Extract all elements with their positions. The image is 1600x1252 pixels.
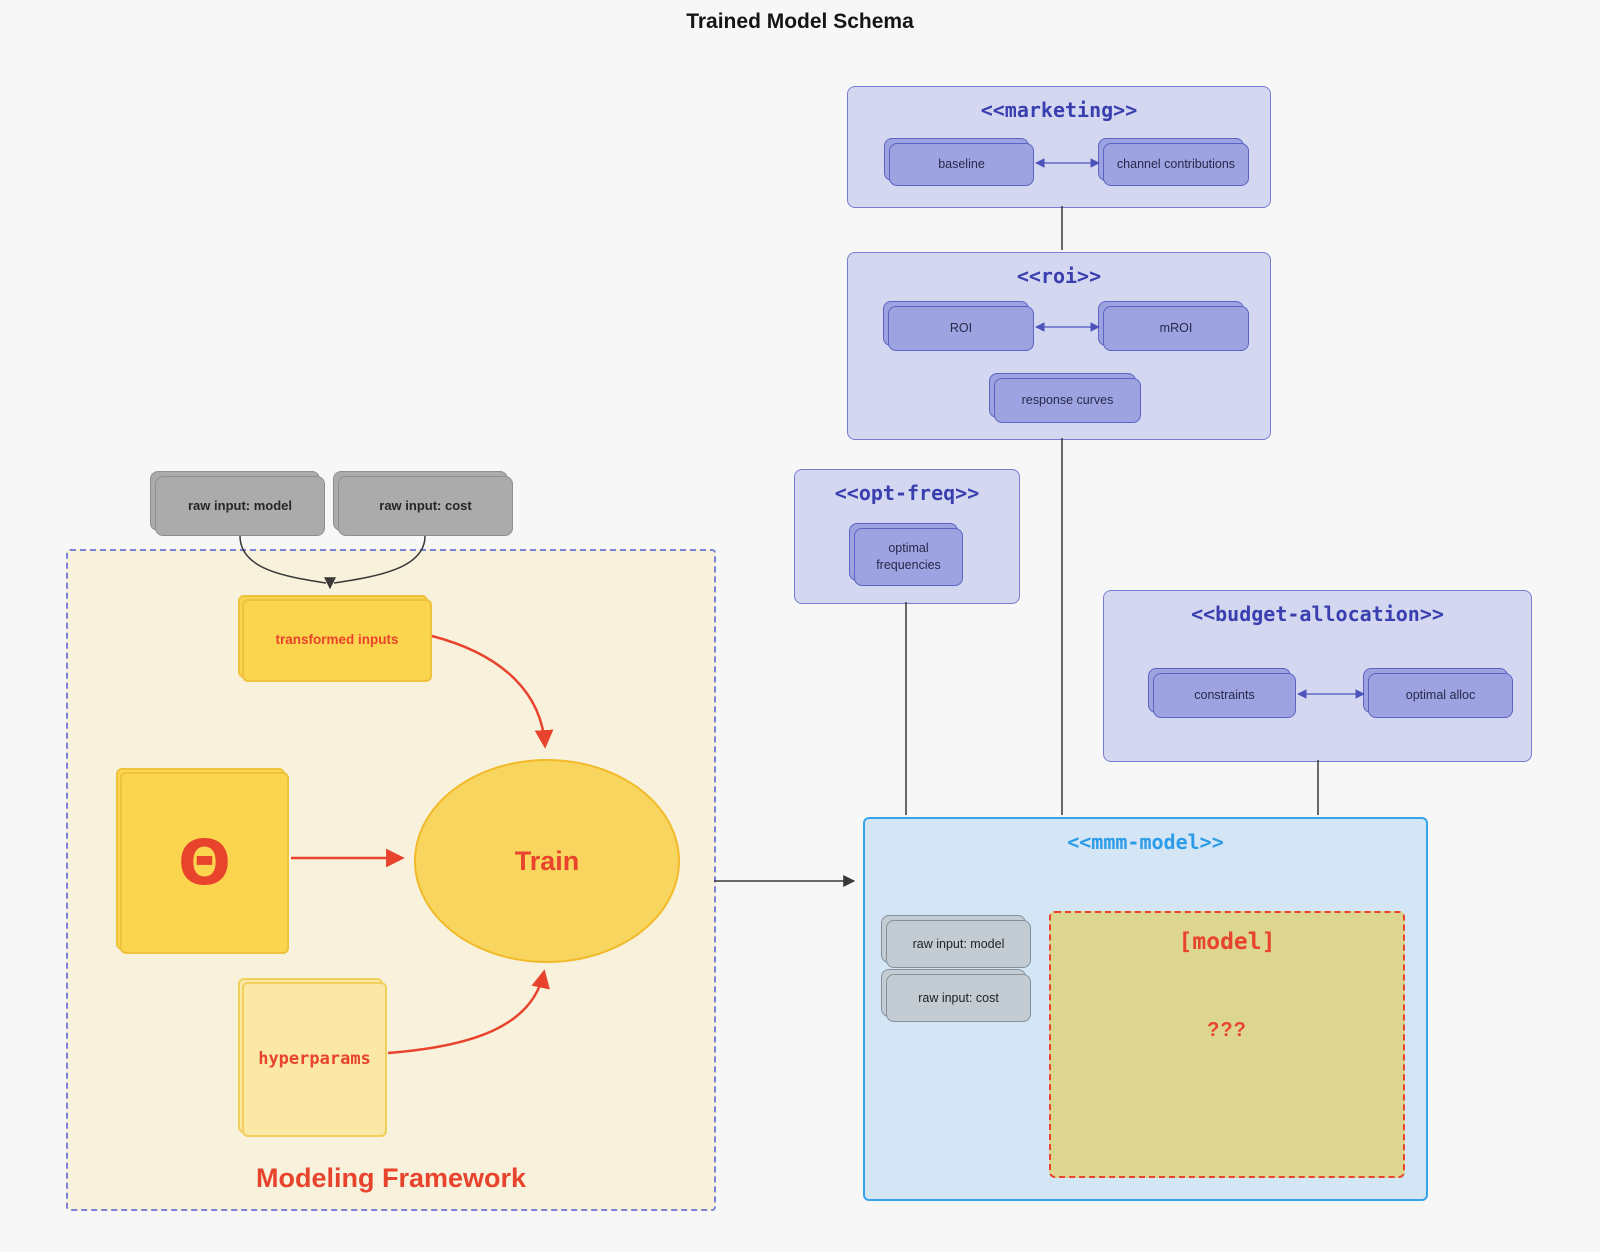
- node-response-curves: response curves: [989, 373, 1141, 423]
- diagram-title: Trained Model Schema: [686, 10, 914, 33]
- node-raw-input-model: raw input: model: [150, 471, 325, 536]
- node-baseline: baseline: [884, 138, 1034, 186]
- cluster-mmm-model-title: <<mmm-model>>: [1067, 830, 1224, 854]
- model-unknown-label: ???: [1207, 1019, 1247, 1041]
- node-optimal-frequencies: optimal frequencies: [849, 523, 963, 586]
- node-mmm-raw-input-model: raw input: model: [881, 915, 1031, 968]
- node-channel-contributions: channel contributions: [1098, 138, 1249, 186]
- node-transformed-inputs: transformed inputs: [238, 595, 432, 682]
- cluster-budget-allocation: <<budget-allocation>> constraints optima…: [1103, 590, 1532, 762]
- cluster-opt-freq-title: <<opt-freq>>: [834, 481, 980, 505]
- model-placeholder-label: [model]: [1178, 929, 1276, 955]
- node-model-placeholder: [model] ???: [1049, 911, 1405, 1178]
- cluster-mmm-model: <<mmm-model>> raw input: model raw input…: [863, 817, 1428, 1201]
- cluster-opt-freq: <<opt-freq>> optimal frequencies: [794, 469, 1020, 604]
- node-mroi: mROI: [1098, 301, 1249, 351]
- cluster-modeling-framework: transformed inputs Θ Train hyperparams M…: [66, 549, 716, 1211]
- node-constraints: constraints: [1148, 668, 1296, 718]
- node-mmm-raw-input-cost: raw input: cost: [881, 969, 1031, 1022]
- node-theta: Θ: [116, 768, 289, 954]
- cluster-budget-allocation-title: <<budget-allocation>>: [1191, 602, 1444, 626]
- node-hyperparams: hyperparams: [238, 978, 387, 1137]
- cluster-marketing: <<marketing>> baseline channel contribut…: [847, 86, 1271, 208]
- cluster-marketing-title: <<marketing>>: [980, 98, 1138, 122]
- cluster-roi: <<roi>> ROI mROI response curves: [847, 252, 1271, 440]
- node-train: Train: [414, 759, 680, 963]
- node-raw-input-cost: raw input: cost: [333, 471, 513, 536]
- node-optimal-alloc: optimal alloc: [1363, 668, 1513, 718]
- node-roi: ROI: [883, 301, 1034, 351]
- modeling-framework-label: Modeling Framework: [255, 1163, 527, 1193]
- cluster-roi-title: <<roi>>: [1016, 264, 1102, 288]
